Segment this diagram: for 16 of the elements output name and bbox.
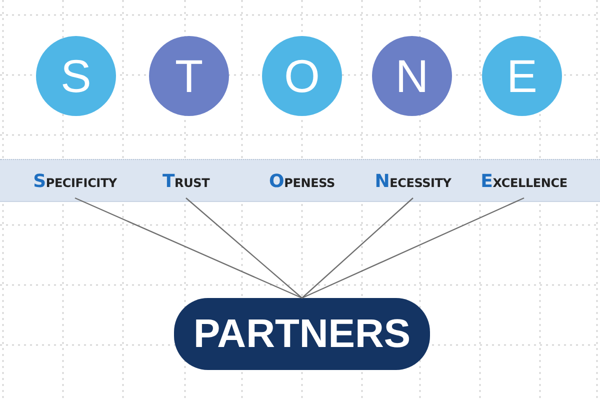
letter-circle: E (482, 36, 562, 116)
connector-line (74, 197, 302, 299)
word-label: OPENESS (269, 171, 335, 192)
partners-pill: PARTNERS (174, 298, 430, 370)
word-label: TRUST (162, 171, 210, 192)
word-label: NECESSITY (374, 171, 452, 192)
connector-line (302, 197, 524, 299)
band (0, 159, 600, 202)
letter-circle: N (372, 36, 452, 116)
word-label: SPECIFICITY (33, 171, 117, 192)
word-label: EXCELLENCE (480, 171, 568, 192)
connector-line (186, 198, 302, 298)
letter-circle: T (149, 36, 229, 116)
connector-line (302, 198, 414, 298)
letter-circle: O (262, 36, 342, 116)
letter-circle: S (36, 36, 116, 116)
